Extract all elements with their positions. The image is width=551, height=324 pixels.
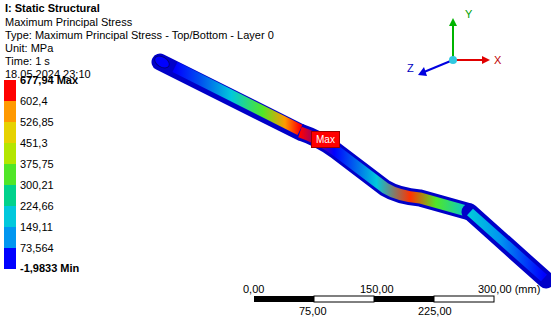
legend-swatch [4, 101, 16, 122]
legend-swatch [4, 227, 16, 248]
legend-value: 677,94 Max [20, 74, 78, 87]
legend-swatch [4, 185, 16, 206]
result-name: Maximum Principal Stress [5, 16, 132, 29]
legend-value: 526,85 [20, 116, 54, 129]
legend-swatch [4, 206, 16, 227]
legend-value: 224,66 [20, 200, 54, 213]
legend-swatch [4, 122, 16, 143]
legend-value: 300,21 [20, 179, 54, 192]
time-note: Time: 1 s [5, 55, 50, 68]
unit-note: Unit: MPa [5, 42, 53, 55]
legend-value: 375,75 [20, 158, 54, 171]
legend-swatch [4, 164, 16, 185]
legend-value: 451,3 [20, 137, 48, 150]
legend-value: 149,11 [20, 221, 53, 234]
scale-number: 75,00 [299, 305, 327, 318]
scale-number: 300,00 (mm) [478, 283, 540, 296]
axis-label: Z [407, 62, 414, 75]
scale-number: 225,00 [418, 305, 452, 318]
axis-label: X [494, 54, 501, 67]
result-title: I: Static Structural [5, 2, 100, 15]
legend-swatch [4, 80, 16, 101]
scale-number: 0,00 [243, 283, 264, 296]
legend-swatch [4, 248, 16, 269]
max-tag: Max [311, 131, 340, 148]
scale-number: 150,00 [360, 283, 394, 296]
result-type: Type: Maximum Principal Stress - Top/Bot… [5, 29, 274, 42]
legend-swatch [4, 143, 16, 164]
min-value: -1,9833 Min [20, 262, 79, 275]
legend-value: 73,564 [20, 242, 54, 255]
legend-value: 602,4 [20, 95, 48, 108]
axis-label: Y [465, 8, 472, 21]
